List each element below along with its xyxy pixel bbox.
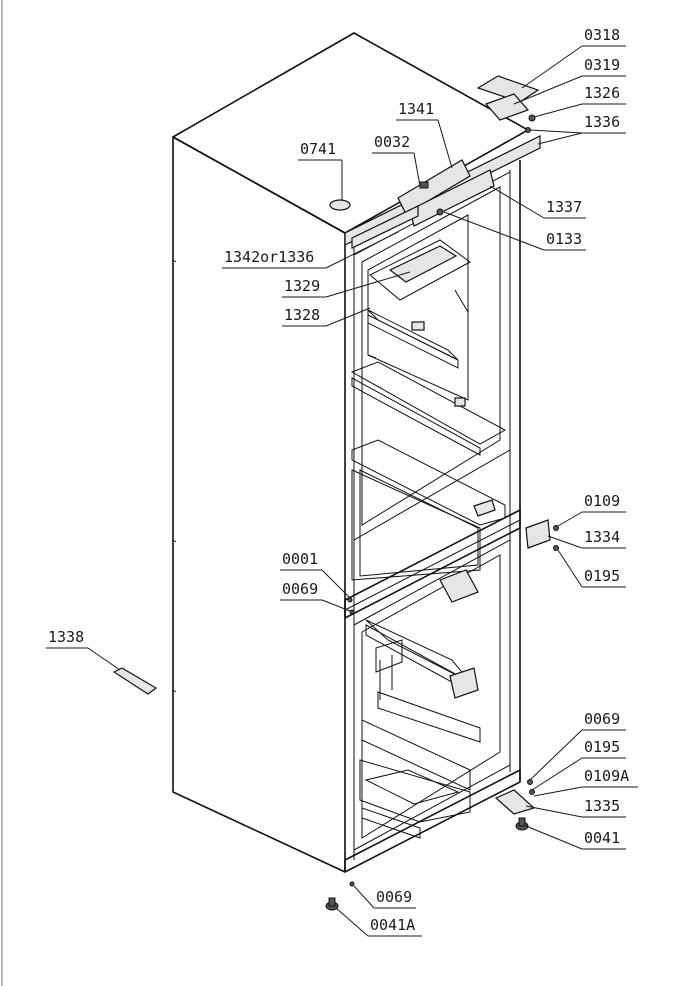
- callout-0195-bottom: 0195: [531, 738, 626, 791]
- callout-0041: 0041: [525, 825, 626, 850]
- label-1337: 1337: [546, 198, 582, 216]
- callout-0319: 0319: [513, 56, 626, 105]
- callout-0069-bottom: 0069: [353, 885, 416, 909]
- label-1329: 1329: [284, 277, 320, 295]
- label-0195-bottom: 0195: [584, 738, 620, 756]
- callout-0741: 0741: [298, 140, 343, 200]
- label-0133: 0133: [546, 230, 582, 248]
- middle-hinge-part: [525, 519, 551, 549]
- callout-1335: 1335: [525, 797, 626, 818]
- callout-0318: 0318: [521, 26, 626, 89]
- label-0041a: 0041A: [370, 916, 415, 934]
- control-box-part: [397, 159, 471, 215]
- callout-1337: 1337: [489, 185, 586, 219]
- callout-0109: 0109: [557, 492, 626, 527]
- callout-0109a: 0109A: [533, 767, 638, 797]
- label-1328: 1328: [284, 306, 320, 324]
- callout-0195-middle: 0195: [557, 549, 626, 588]
- callout-0133: 0133: [443, 211, 586, 251]
- label-1334: 1334: [584, 528, 620, 546]
- callout-1342or1336: 1342or1336: [222, 231, 399, 269]
- label-0069-middle: 0069: [282, 580, 318, 598]
- callout-0032: 0032: [372, 133, 421, 187]
- label-1336: 1336: [584, 113, 620, 131]
- label-1338: 1338: [48, 628, 84, 646]
- callout-0069-middle: 0069: [280, 580, 351, 612]
- adjustable-foot-0041a: [325, 897, 339, 911]
- label-0741: 0741: [300, 140, 336, 158]
- label-0069-bottom: 0069: [376, 888, 412, 906]
- label-0318: 0318: [584, 26, 620, 44]
- hinge-screw-1326: [528, 114, 536, 122]
- label-0319: 0319: [584, 56, 620, 74]
- callout-1326: 1326: [533, 84, 626, 118]
- callout-0069-bottom-right: 0069: [529, 710, 626, 781]
- callout-1341: 1341: [396, 100, 453, 169]
- adjustable-foot-0041: [515, 817, 529, 831]
- label-0032: 0032: [374, 133, 410, 151]
- callout-1329: 1329: [282, 271, 411, 298]
- label-0069-bottom-right: 0069: [584, 710, 620, 728]
- callout-0001: 0001: [280, 550, 351, 599]
- hinge-pin-1336: [525, 127, 531, 133]
- label-0001: 0001: [282, 550, 318, 568]
- label-1341: 1341: [398, 100, 434, 118]
- top-plug-part: [329, 199, 351, 211]
- callout-1338: 1338: [46, 628, 121, 671]
- callout-1334: 1334: [547, 528, 626, 549]
- label-0109: 0109: [584, 492, 620, 510]
- label-0109a: 0109A: [584, 767, 629, 785]
- callout-1328: 1328: [282, 306, 371, 327]
- thermostat-bracket-part: [409, 169, 495, 227]
- label-1326: 1326: [584, 84, 620, 102]
- callout-1336: 1336: [529, 113, 626, 145]
- label-0195-middle: 0195: [584, 567, 620, 585]
- label-0041: 0041: [584, 829, 620, 847]
- label-1342or1336: 1342or1336: [224, 248, 314, 266]
- label-1335: 1335: [584, 797, 620, 815]
- front-rail-part: [351, 205, 419, 249]
- top-hinge-part: [484, 93, 530, 121]
- callout-0041a: 0041A: [335, 907, 422, 937]
